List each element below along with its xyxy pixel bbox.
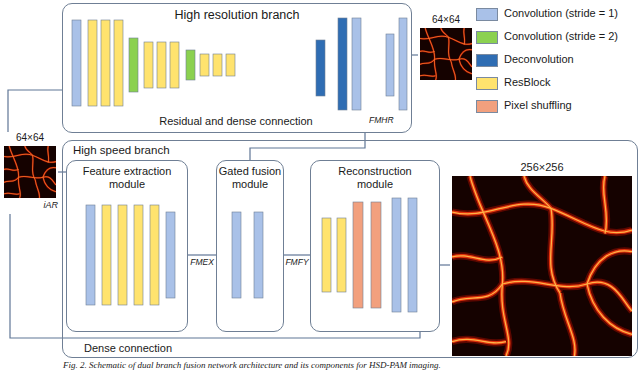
pixel-shuffle-layer — [371, 202, 381, 308]
resblock-layer — [157, 42, 166, 88]
resblock-layer — [88, 20, 97, 106]
legend-text: ResBlock — [503, 76, 551, 89]
resblock-layer — [102, 205, 111, 305]
conv-layer — [399, 18, 407, 110]
figure-caption: Fig. 2. Schematic of dual branch fusion … — [62, 360, 504, 370]
conv2-layer — [129, 38, 138, 92]
resblock-layer — [144, 42, 153, 88]
image-node: 256×256 — [450, 160, 634, 358]
resblock-layer — [200, 54, 209, 76]
node-text: Feature extraction module — [70, 165, 184, 190]
module-box: Feature extraction module — [66, 160, 188, 332]
legend-text: Convolution (stride = 1) — [503, 7, 619, 20]
conv-layer — [254, 212, 263, 298]
conv-layer — [408, 198, 417, 312]
legend-text: Deconvolution — [503, 53, 575, 66]
legend-swatch — [476, 31, 498, 44]
image-node: 64×64 iAR — [2, 132, 58, 214]
legend-swatch — [476, 54, 498, 67]
resblock-layer — [134, 205, 143, 305]
group-label: Residual and dense connection — [150, 115, 322, 128]
node-text: High speed branch — [73, 144, 243, 157]
legend-text: Pixel shuffling — [503, 99, 573, 112]
conv-layer — [392, 198, 401, 312]
branch-box: High resolution branch — [62, 3, 412, 133]
resblock-layer — [150, 205, 159, 305]
legend-text: Convolution (stride = 2) — [503, 30, 619, 43]
node-text: Gated fusion module — [218, 165, 282, 190]
conv-layer — [352, 18, 361, 110]
conv-layer — [232, 212, 241, 298]
conv-layer — [166, 212, 175, 298]
legend-swatch — [476, 100, 498, 113]
module-box: Reconstruction module — [310, 160, 440, 332]
node-text: High resolution branch — [63, 8, 411, 22]
legend-swatch — [476, 8, 498, 21]
image-node: 64×64 — [418, 14, 474, 80]
connector — [8, 90, 62, 132]
resblock-layer — [170, 42, 179, 88]
connector — [440, 264, 450, 265]
connector — [188, 254, 216, 255]
connector — [412, 54, 418, 55]
node-text: Reconstruction module — [325, 165, 425, 190]
branch-box: High speed branchFeature extraction modu… — [62, 140, 638, 358]
pixel-shuffle-layer — [353, 202, 363, 308]
node-text: 256×256 — [450, 161, 634, 174]
feature-map-label: FMHR — [368, 116, 395, 126]
connector — [10, 214, 420, 338]
connector — [284, 254, 310, 255]
node-text: 64×64 — [2, 132, 58, 144]
resblock-layer — [118, 205, 127, 305]
resblock-layer — [213, 54, 222, 76]
feature-map-label: FMEX — [189, 258, 215, 268]
module-box: Gated fusion module — [216, 160, 284, 332]
vessel-image — [420, 28, 472, 80]
resblock-layer — [226, 54, 235, 76]
deconv-layer — [338, 18, 347, 110]
conv-layer — [72, 20, 81, 106]
conv-layer — [86, 205, 95, 305]
resblock-layer — [337, 218, 346, 292]
group-label: Dense connection — [66, 342, 190, 355]
deconv-layer — [316, 40, 325, 96]
resblock-layer — [322, 218, 331, 292]
vessel-image — [4, 146, 56, 198]
conv-layer — [386, 34, 394, 96]
legend-swatch — [476, 77, 498, 90]
resblock-layer — [114, 20, 123, 106]
connector — [250, 133, 365, 160]
conv2-layer — [186, 50, 195, 80]
resblock-layer — [101, 20, 110, 106]
vessel-image — [452, 176, 632, 356]
feature-map-label: FMFY — [284, 258, 309, 268]
node-text: iAR — [24, 200, 58, 210]
node-text: 64×64 — [418, 14, 474, 26]
